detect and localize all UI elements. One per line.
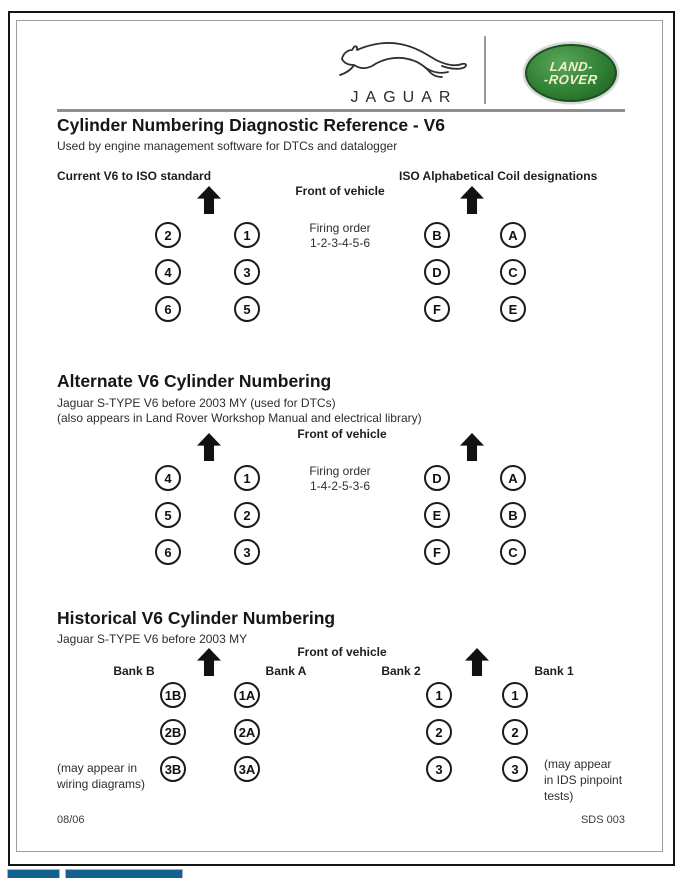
section-subtitle: Jaguar S-TYPE V6 before 2003 MY (used fo…: [57, 396, 336, 410]
bank-a-label: Bank A: [265, 664, 307, 678]
front-of-vehicle-label: Front of vehicle: [297, 427, 387, 441]
cylinder-circle: 6: [155, 296, 181, 322]
cylinder-circle: 3: [234, 539, 260, 565]
front-of-vehicle-label: Front of vehicle: [297, 645, 387, 659]
coil-circle: D: [424, 465, 450, 491]
front-of-vehicle-label: Front of vehicle: [295, 184, 385, 198]
landrover-logo-line2: -ROVER: [543, 72, 599, 87]
page-subtitle: Used by engine management software for D…: [57, 139, 398, 153]
firing-order-label: Firing order: [309, 464, 371, 478]
cylinder-circle: 3: [426, 756, 452, 782]
iso-letter-grid: B A D C F E: [424, 222, 526, 322]
cylinder-circle: 2: [155, 222, 181, 248]
footer-date: 08/06: [57, 814, 85, 826]
coil-circle: D: [424, 259, 450, 285]
page-inner-border: [16, 20, 663, 852]
cylinder-circle: 1B: [160, 682, 186, 708]
historical-ab-grid: 1B 1A 2B 2A 3B 3A: [160, 682, 260, 782]
bank-1-label: Bank 1: [534, 664, 574, 678]
cylinder-circle: 2A: [234, 719, 260, 745]
jaguar-logo: JAGUAR: [338, 38, 470, 107]
cylinder-circle: 3: [234, 259, 260, 285]
coil-circle: F: [424, 296, 450, 322]
note-ids-pinpoint: (may appear in IDS pinpoint tests): [544, 757, 623, 803]
coil-circle: C: [500, 539, 526, 565]
cylinder-circle: 4: [155, 259, 181, 285]
iso-number-grid: 2 1 4 3 6 5: [155, 222, 260, 322]
coil-circle: F: [424, 539, 450, 565]
firing-order-label: Firing order: [309, 221, 371, 235]
firing-order-block: Firing order 1-4-2-5-3-6: [285, 464, 395, 494]
page-title: Cylinder Numbering Diagnostic Reference …: [57, 115, 446, 135]
cylinder-circle: 2: [234, 502, 260, 528]
label-iso-coil-designations: ISO Alphabetical Coil designations: [399, 169, 598, 183]
jaguar-wordmark: JAGUAR: [350, 89, 458, 106]
cylinder-circle: 5: [155, 502, 181, 528]
cylinder-circle: 3: [502, 756, 528, 782]
bank-b-label: Bank B: [113, 664, 155, 678]
header-rule: [57, 109, 625, 112]
cylinder-circle: 2B: [160, 719, 186, 745]
cylinder-circle: 5: [234, 296, 260, 322]
cylinder-circle: 2: [426, 719, 452, 745]
firing-order-value: 1-4-2-5-3-6: [309, 479, 371, 493]
taskbar-button[interactable]: [65, 869, 183, 878]
section-subtitle: Jaguar S-TYPE V6 before 2003 MY: [57, 632, 248, 646]
alternate-number-grid: 4 1 5 2 6 3: [155, 465, 260, 565]
historical-12-grid: 1 1 2 2 3 3: [426, 682, 528, 782]
section-title-alternate: Alternate V6 Cylinder Numbering: [57, 371, 332, 391]
footer-doc-number: SDS 003: [580, 814, 625, 826]
cylinder-circle: 1: [234, 465, 260, 491]
cylinder-circle: 2: [502, 719, 528, 745]
header-divider: [484, 36, 486, 104]
section-title-historical: Historical V6 Cylinder Numbering: [57, 608, 336, 628]
coil-circle: C: [500, 259, 526, 285]
cylinder-circle: 3B: [160, 756, 186, 782]
cylinder-circle: 1: [426, 682, 452, 708]
section-subtitle: (also appears in Land Rover Workshop Man…: [57, 411, 422, 425]
coil-circle: A: [500, 222, 526, 248]
cylinder-circle: 1: [502, 682, 528, 708]
coil-circle: B: [500, 502, 526, 528]
coil-circle: E: [500, 296, 526, 322]
cylinder-circle: 1A: [234, 682, 260, 708]
page-outer-border: [8, 11, 675, 866]
landrover-logo: LAND- -ROVER: [523, 42, 619, 104]
firing-order-block: Firing order 1-2-3-4-5-6: [285, 221, 395, 251]
cylinder-circle: 1: [234, 222, 260, 248]
bank-2-label: Bank 2: [381, 664, 421, 678]
cylinder-circle: 6: [155, 539, 181, 565]
coil-circle: E: [424, 502, 450, 528]
firing-order-value: 1-2-3-4-5-6: [309, 236, 371, 250]
cylinder-circle: 4: [155, 465, 181, 491]
cylinder-circle: 3A: [234, 756, 260, 782]
coil-circle: A: [500, 465, 526, 491]
jaguar-leaper-icon: [339, 42, 467, 78]
coil-circle: B: [424, 222, 450, 248]
taskbar-button[interactable]: [7, 869, 60, 878]
alternate-letter-grid: D A E B F C: [424, 465, 526, 565]
note-wiring-diagrams: (may appear in wiring diagrams): [57, 761, 146, 791]
label-current-v6-iso: Current V6 to ISO standard: [57, 169, 212, 183]
